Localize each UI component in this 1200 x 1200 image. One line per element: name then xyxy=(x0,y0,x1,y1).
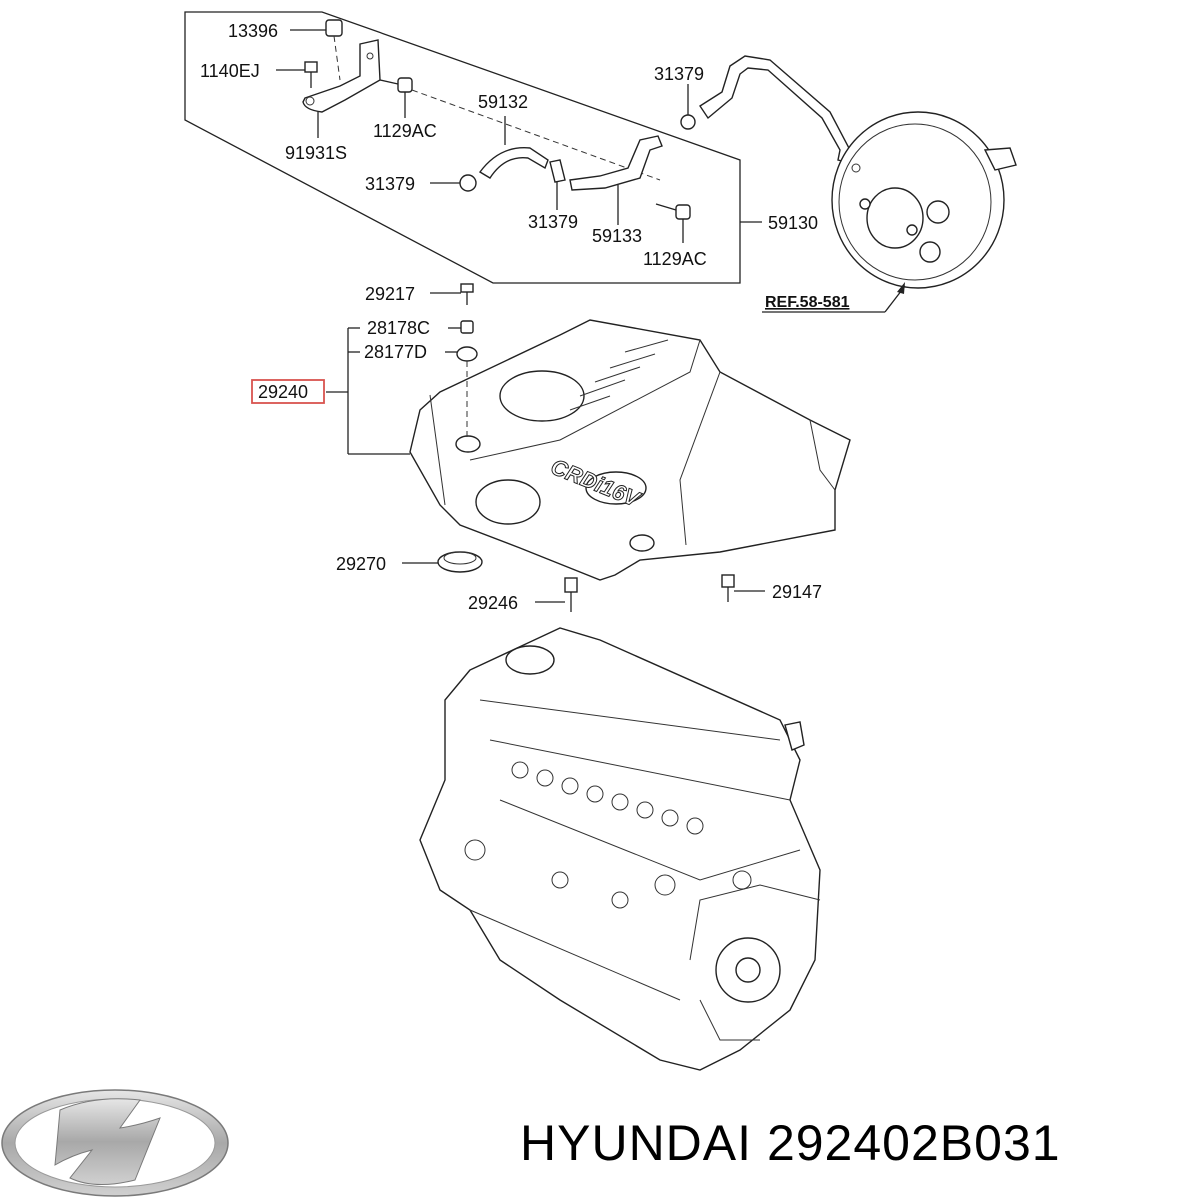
pipe-59133-part xyxy=(569,135,663,191)
label-31379-left: 31379 xyxy=(365,174,415,194)
grommet-28178c-part xyxy=(460,320,474,334)
label-1129ac-bottom: 1129AC xyxy=(643,249,707,269)
bolt-29217-part xyxy=(460,283,474,305)
brake-booster-part xyxy=(831,111,1017,289)
label-31379-mid: 31379 xyxy=(528,212,578,232)
vacuum-hose-assembly-frame xyxy=(184,11,741,284)
bolt-1140ej-part xyxy=(304,61,318,88)
clamp-31379-left-part xyxy=(459,174,477,192)
label-28178c: 28178C xyxy=(367,318,430,338)
label-91931s: 91931S xyxy=(285,143,347,163)
bolt-1129ac-top-part xyxy=(379,77,413,93)
label-59130: 59130 xyxy=(768,213,818,233)
label-29270: 29270 xyxy=(336,554,386,574)
label-59132: 59132 xyxy=(478,92,528,112)
label-1129ac-top: 1129AC xyxy=(373,121,437,141)
hose-59132-part xyxy=(411,89,661,181)
label-13396: 13396 xyxy=(228,21,278,41)
label-28177d: 28177D xyxy=(364,342,427,362)
highlight-box-29240 xyxy=(251,379,325,404)
label-29240: 29240 xyxy=(258,382,308,402)
leader-lines xyxy=(276,29,906,603)
nut-13396-part xyxy=(325,19,343,81)
engine-block-part xyxy=(419,627,821,1071)
engine-cover-29240-part: CRDi16V xyxy=(409,319,851,581)
label-59133: 59133 xyxy=(592,226,642,246)
part-number: 292402B031 xyxy=(766,1115,1061,1171)
clamp-31379-mid-part xyxy=(549,159,566,183)
brand-name: HYUNDAI xyxy=(520,1115,753,1171)
label-31379-top: 31379 xyxy=(654,64,704,84)
stud-29147-part xyxy=(721,574,735,602)
stud-29246-part xyxy=(564,577,578,612)
bolt-1129ac-bottom-part xyxy=(655,203,691,220)
insulator-29270-part xyxy=(437,551,483,573)
label-ref-58-581: REF.58-581 xyxy=(765,294,850,311)
booster-vacuum-hose-part xyxy=(680,55,851,163)
label-29217: 29217 xyxy=(365,284,415,304)
label-29246: 29246 xyxy=(468,593,518,613)
hyundai-logo-icon xyxy=(1,1089,229,1197)
label-29147: 29147 xyxy=(772,582,822,602)
label-1140ej: 1140EJ xyxy=(200,61,260,81)
grommet-28177d-part xyxy=(456,346,478,440)
part-caption: HYUNDAI 292402B031 xyxy=(520,1108,1190,1178)
bracket-91931s-part xyxy=(302,39,381,113)
